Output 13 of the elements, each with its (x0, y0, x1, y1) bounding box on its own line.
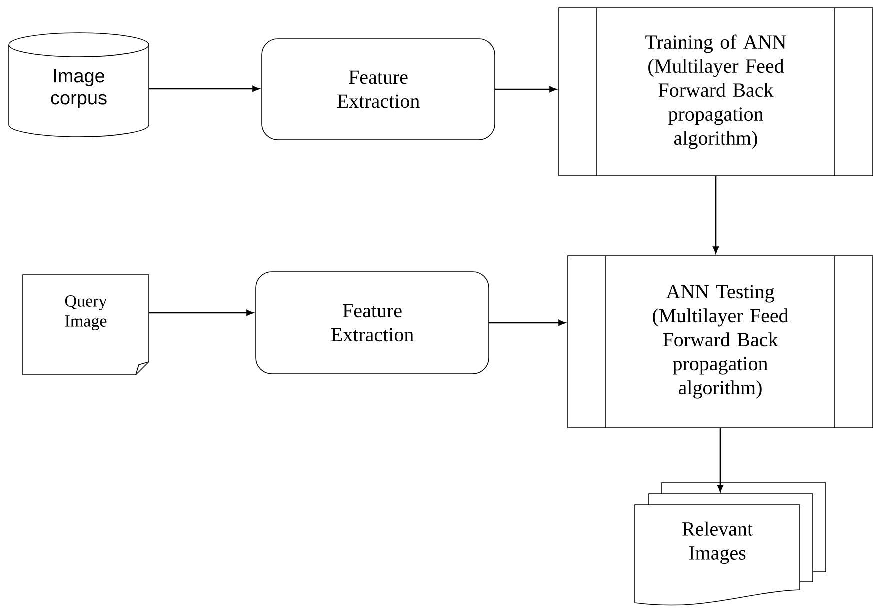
node-label: Relevant Images (682, 522, 753, 564)
arrow (713, 176, 719, 254)
node-label: Image corpus (51, 70, 107, 108)
database-cylinder: Image corpus (8, 32, 150, 138)
arrow (718, 428, 724, 492)
arrow (149, 86, 260, 92)
arrow (489, 320, 566, 326)
process-box: Feature Extraction (256, 272, 490, 374)
arrow (495, 86, 557, 92)
process-box: Feature Extraction (262, 38, 496, 140)
predefined-process-box: ANN Testing (Multilayer Feed Forward Back propagation algorithm) (568, 256, 873, 428)
arrow (149, 310, 254, 316)
predefined-process-box: Training of ANN (Multilayer Feed Forward Back propagation algorithm) (558, 8, 873, 176)
